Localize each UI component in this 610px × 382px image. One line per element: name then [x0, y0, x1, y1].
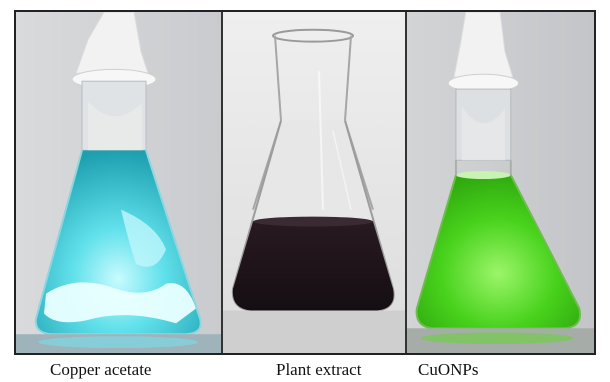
caption-cuonps: CuONPs — [418, 360, 479, 379]
flask-plant-extract-image — [223, 12, 405, 353]
panel-plant-extract — [223, 12, 407, 353]
figure-frame — [14, 10, 596, 355]
caption-copper-acetate: Copper acetate — [50, 360, 152, 379]
caption-plant-extract: Plant extract — [276, 360, 362, 379]
caption-row: Copper acetate Plant extract CuONPs — [0, 356, 610, 382]
flask-copper-acetate-image — [16, 12, 221, 353]
panel-copper-acetate — [16, 12, 223, 353]
flask-cuonps-image — [407, 12, 594, 353]
panel-cuonps — [407, 12, 594, 353]
